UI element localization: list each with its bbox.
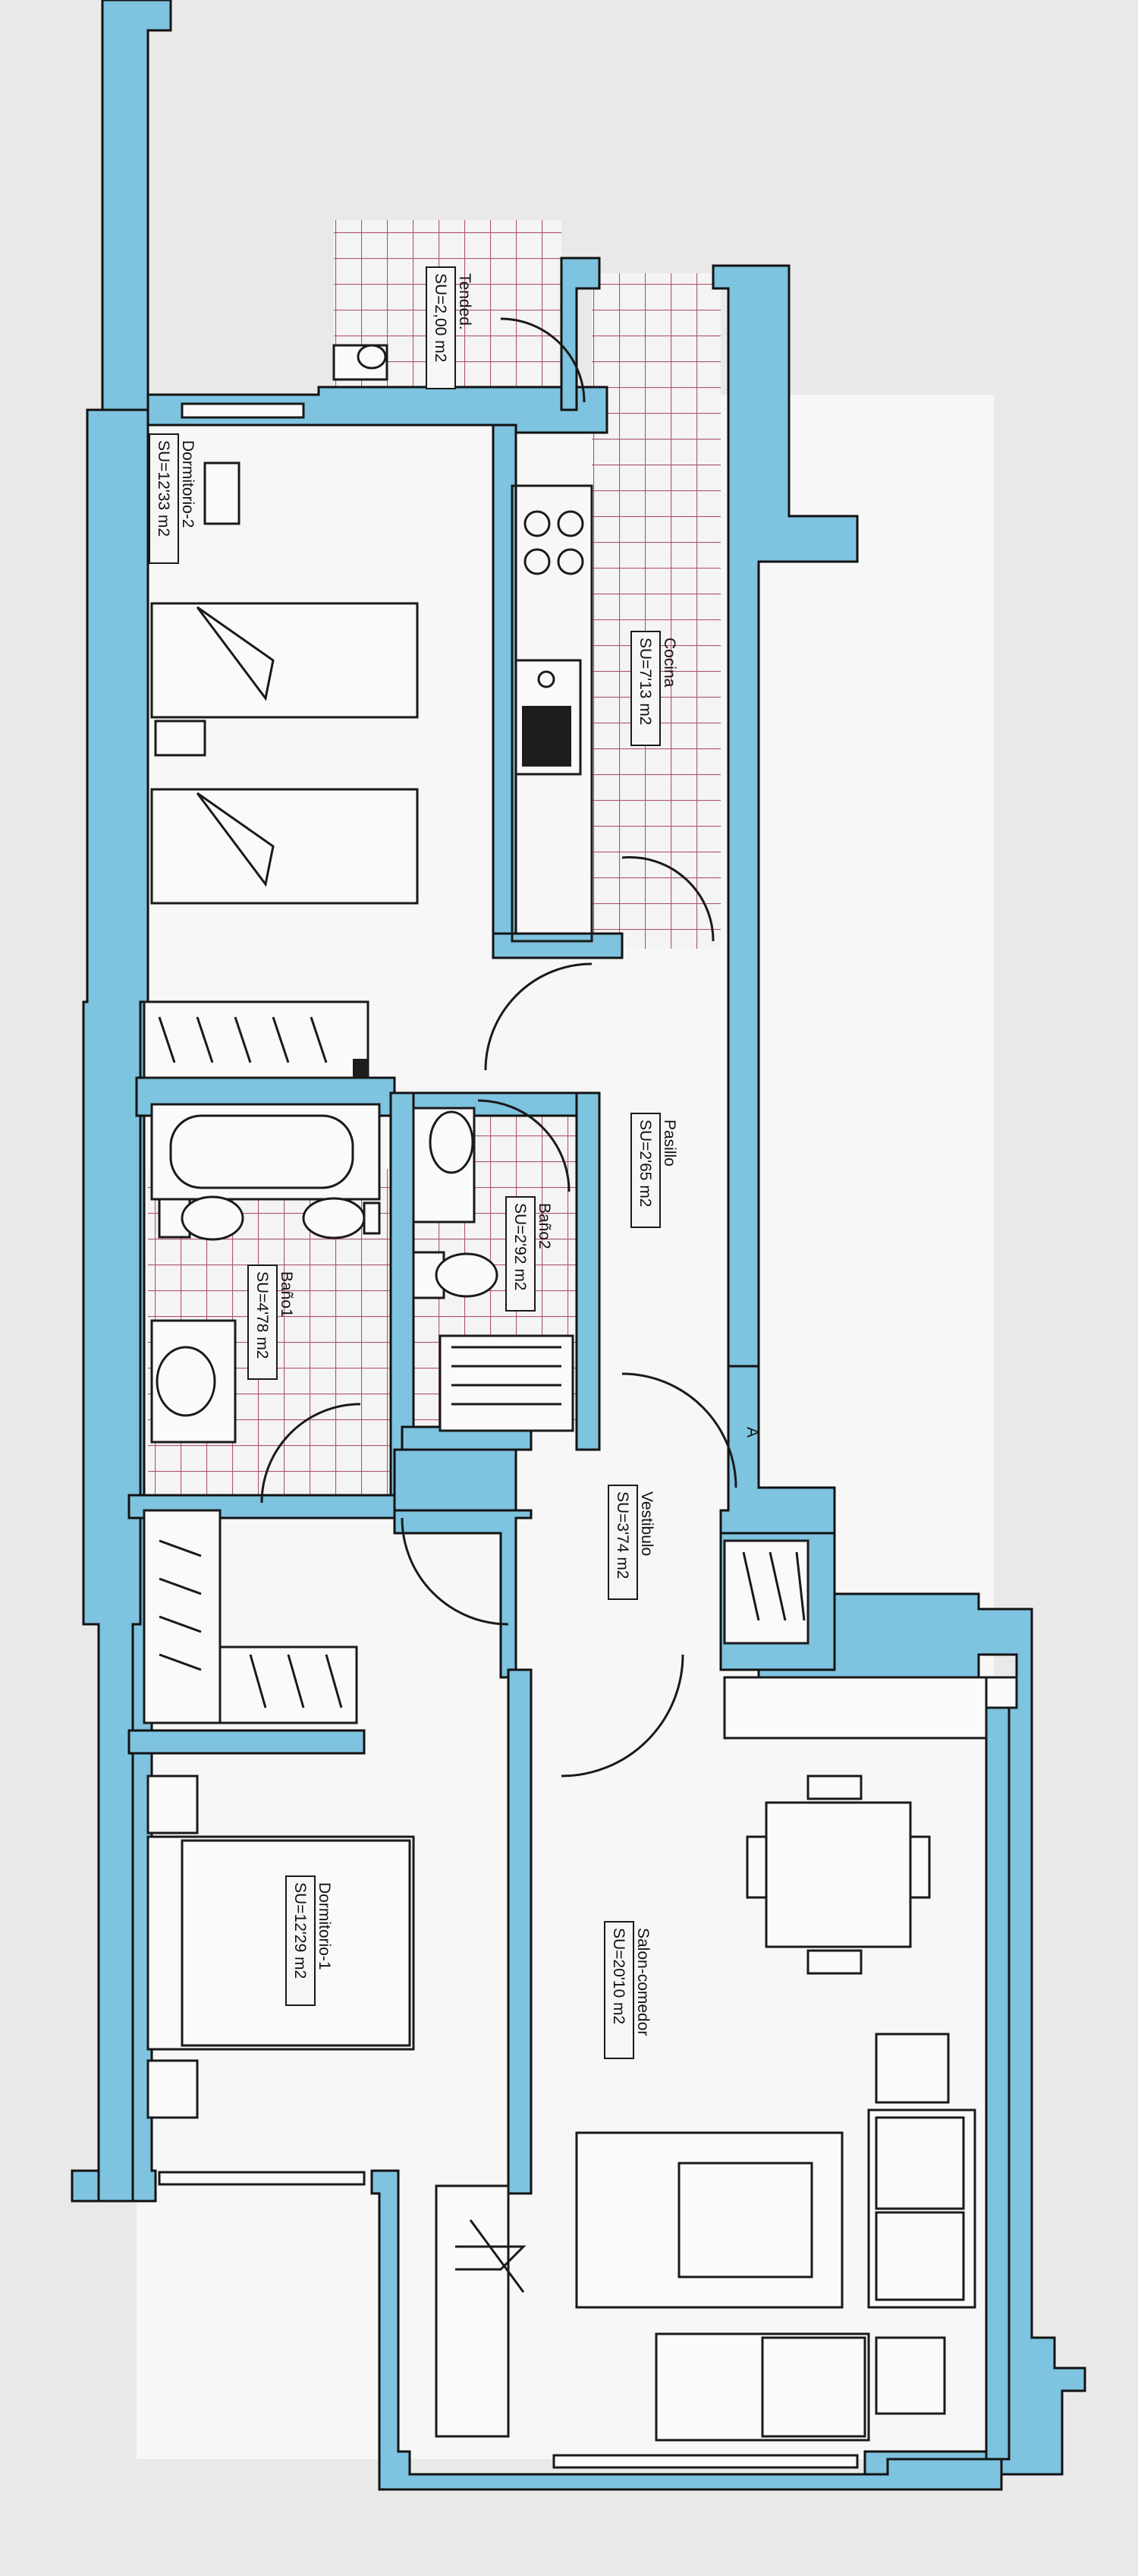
- wall-salon-right: [985, 1676, 1011, 2461]
- label-pasillo: Pasillo SU=2'65 m2: [630, 1113, 678, 1228]
- door-kitchen: [621, 856, 715, 942]
- door-salon: [561, 1654, 684, 1778]
- room-name-tendedero: Tended.: [456, 273, 473, 330]
- door-dorm1: [401, 1517, 509, 1626]
- salon-console: [723, 1676, 988, 1740]
- window-salon: [552, 2454, 859, 2469]
- twin-bed-1: [150, 602, 419, 757]
- twin-bed-2: [150, 788, 419, 905]
- label-tendedero: Tended. SU=2,00 m2: [426, 266, 473, 389]
- window-dorm2: [181, 402, 305, 419]
- wall-bottom: [370, 2169, 1003, 2491]
- desk-chair-dorm2: [203, 461, 240, 525]
- toilet-bath1: [158, 1195, 244, 1241]
- room-area-tendedero: SU=2,00 m2: [432, 273, 449, 362]
- room-area-pasillo: SU=2'65 m2: [637, 1120, 654, 1208]
- room-name-dormitorio1: Dormitorio-1: [316, 1882, 333, 1970]
- room-area-salon: SU=20'10 m2: [610, 1928, 627, 2024]
- dining-table: [746, 1775, 931, 1975]
- wall-tendedero: [560, 257, 601, 411]
- label-dormitorio2: Dormitorio-2 SU=12'33 m2: [149, 433, 196, 564]
- room-name-vestibulo: Vestibulo: [638, 1491, 655, 1556]
- room-area-vestibulo: SU=3'74 m2: [614, 1491, 631, 1579]
- tv-unit: [435, 2184, 527, 2438]
- room-name-pasillo: Pasillo: [661, 1120, 678, 1167]
- room-area-dormitorio2: SU=12'33 m2: [155, 440, 172, 537]
- entrance-letter: A: [743, 1427, 761, 1438]
- door-entrance: [621, 1372, 737, 1488]
- room-name-bano2: Baño2: [536, 1203, 553, 1249]
- wardrobe-dorm2: [143, 1000, 369, 1079]
- kitchen-counter: [511, 484, 593, 943]
- door-tendedero: [500, 317, 586, 403]
- washbasin-bath1: [150, 1319, 237, 1444]
- room-name-bano1: Baño1: [278, 1271, 295, 1318]
- toilet-bath2: [412, 1251, 498, 1299]
- room-name-dormitorio2: Dormitorio-2: [179, 440, 196, 528]
- entry-closet-doors: [742, 1551, 806, 1621]
- room-name-cocina: Cocina: [661, 638, 678, 688]
- door-bath1: [260, 1403, 361, 1504]
- wall-dorm1-salon: [507, 1668, 533, 2195]
- door-bath2: [477, 1099, 571, 1192]
- label-cocina: Cocina SU=7'13 m2: [630, 631, 678, 746]
- shower-tray: [439, 1334, 574, 1432]
- room-area-bano2: SU=2'92 m2: [511, 1203, 529, 1291]
- wall-dorm1-top: [127, 1729, 366, 1755]
- room-area-bano1: SU=4'78 m2: [253, 1271, 271, 1359]
- sofa: [867, 2033, 976, 2309]
- laundry-sink: [332, 344, 388, 381]
- entrance-marker: A: [743, 1427, 761, 1438]
- entry-closet: [723, 1539, 809, 1645]
- window-dorm1: [158, 2171, 366, 2186]
- meter-box: [985, 1676, 1018, 1709]
- armchair: [655, 2332, 946, 2442]
- washbasin-bath2: [412, 1107, 476, 1223]
- bidet-bath1: [302, 1197, 381, 1239]
- room-name-salon: Salon-comedor: [634, 1928, 652, 2036]
- label-dormitorio1: Dormitorio-1 SU=12'29 m2: [285, 1875, 333, 2006]
- tiled-kitchen: [592, 273, 721, 949]
- coffee-table-rug: [575, 2131, 844, 2309]
- room-area-dormitorio1: SU=12'29 m2: [291, 1882, 309, 1979]
- wardrobe-dorm1: [143, 1509, 358, 1724]
- label-bano2: Baño2 SU=2'92 m2: [505, 1196, 553, 1312]
- label-bano1: Baño1 SU=4'78 m2: [247, 1264, 295, 1380]
- wall-bath2-right: [575, 1091, 601, 1451]
- label-salon: Salon-comedor SU=20'10 m2: [604, 1921, 652, 2059]
- room-area-cocina: SU=7'13 m2: [637, 638, 654, 726]
- wall-vestibule: [393, 1448, 517, 1512]
- door-dorm2: [484, 962, 593, 1071]
- double-bed: [146, 1775, 415, 2119]
- wall-top: [146, 386, 608, 434]
- wall-kitchen-bottom: [492, 932, 624, 959]
- wall-right-upper: [712, 264, 859, 1368]
- bathtub: [150, 1103, 381, 1201]
- label-vestibulo: Vestibulo SU=3'74 m2: [608, 1485, 655, 1600]
